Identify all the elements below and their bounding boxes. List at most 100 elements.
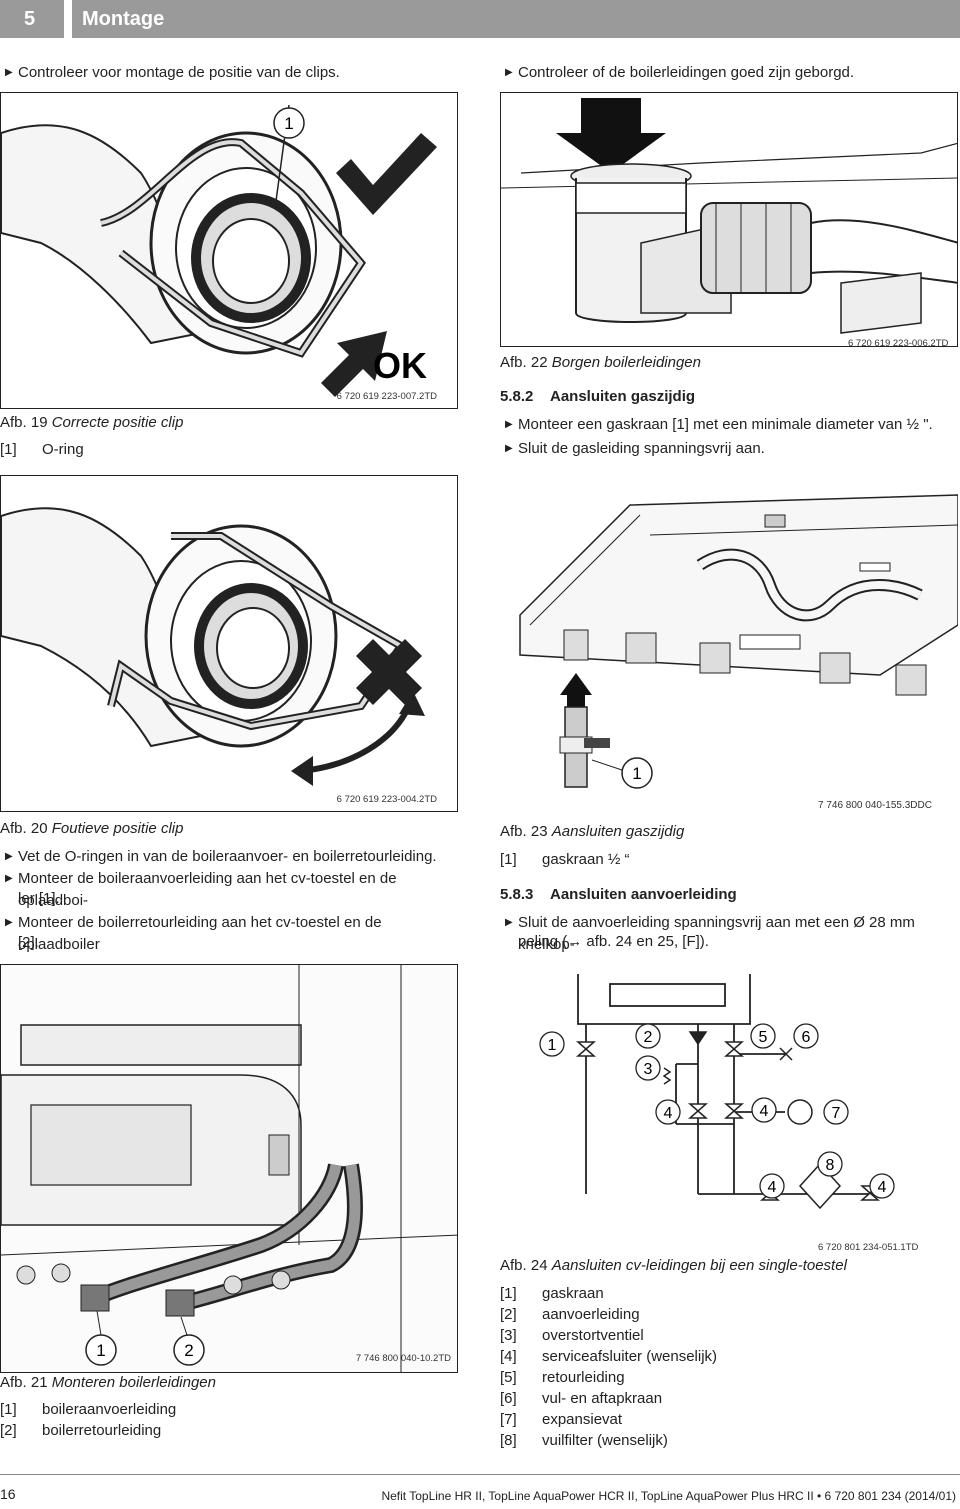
label-7: 7 bbox=[832, 1105, 841, 1122]
label-4: 4 bbox=[768, 1179, 777, 1196]
label-4: 4 bbox=[878, 1179, 887, 1196]
valve-symbol bbox=[724, 1103, 744, 1119]
caption-fig20: Afb. 20 Foutieve positie clip bbox=[0, 820, 183, 837]
callout-circle-1 bbox=[273, 107, 305, 139]
caption-number: Afb. 19 bbox=[0, 414, 48, 431]
arrow-icon bbox=[291, 756, 313, 786]
connection-stubs bbox=[563, 629, 927, 696]
legend-fig23: [1] gaskraan ½ “ bbox=[500, 849, 630, 870]
callout-label-1: 1 bbox=[96, 1341, 105, 1360]
caption-text: Correcte positie clip bbox=[51, 414, 184, 431]
figure-20: 6 720 619 223-004.2TD bbox=[0, 475, 458, 812]
caption-text: Foutieve positie clip bbox=[51, 820, 184, 837]
figure-24: 1 2 3 4 5 6 4 7 8 4 4 bbox=[500, 964, 958, 1251]
label-3: 3 bbox=[644, 1061, 653, 1078]
legend-text: O-ring bbox=[42, 441, 84, 458]
label-5: 5 bbox=[759, 1029, 768, 1046]
clip-wrong-illustration bbox=[1, 507, 425, 786]
caption-number: Afb. 22 bbox=[500, 354, 548, 371]
footer-rule bbox=[0, 1474, 960, 1475]
legend-key: [2] bbox=[0, 1422, 17, 1439]
securing-lines-illustration bbox=[501, 93, 957, 346]
caption-text: Monteren boilerleidingen bbox=[51, 1374, 216, 1391]
clip-correct-illustration: 1 OK bbox=[1, 104, 437, 397]
figure-code: 6 720 619 223-007.2TD bbox=[336, 391, 437, 402]
figure-19: 1 OK 6 720 619 223-007.2TD bbox=[0, 92, 458, 409]
label-4: 4 bbox=[760, 1103, 769, 1120]
legend-item: [6]vul- en aftapkraan bbox=[500, 1390, 663, 1407]
legend-item: [8]vuilfilter (wenselijk) bbox=[500, 1432, 668, 1449]
arrow-icon bbox=[321, 331, 387, 397]
intro-bullet-right: Controleer of de boilerleidingen goed zi… bbox=[505, 62, 958, 84]
legend-text: gaskraan ½ “ bbox=[542, 851, 630, 868]
caption-fig19: Afb. 19 Correcte positie clip bbox=[0, 414, 183, 431]
section-number: 5.8.2 bbox=[500, 388, 534, 405]
chapter-title: Montage bbox=[72, 0, 960, 38]
checkmark-icon bbox=[336, 133, 437, 215]
bullet-retour: Monteer de boilerretourleiding aan het c… bbox=[5, 912, 458, 956]
legend-text: boilerretourleiding bbox=[42, 1422, 162, 1439]
caption-number: Afb. 23 bbox=[500, 823, 548, 840]
legend-item: [4]serviceafsluiter (wenselijk) bbox=[500, 1348, 718, 1365]
caption-text: Aansluiten cv-leidingen bij een single-t… bbox=[551, 1257, 847, 1274]
caption-fig21: Afb. 21 Monteren boilerleidingen bbox=[0, 1374, 216, 1391]
legend-key: [1] bbox=[500, 851, 517, 868]
bullet-aanvoer-cont: ler [1]. bbox=[18, 890, 60, 907]
caption-text: Aansluiten gaszijdig bbox=[551, 823, 685, 840]
spring-icon bbox=[662, 1067, 672, 1085]
label-4: 4 bbox=[664, 1105, 673, 1122]
triangle-marker bbox=[688, 1031, 708, 1046]
caption-text: Borgen boilerleidingen bbox=[551, 354, 701, 371]
section-number: 5.8.3 bbox=[500, 886, 534, 903]
caption-fig24: Afb. 24 Aansluiten cv-leidingen bij een … bbox=[500, 1257, 847, 1274]
ok-label: OK bbox=[373, 345, 427, 386]
arrow-down-icon bbox=[556, 133, 666, 173]
callout-label-1: 1 bbox=[632, 764, 641, 783]
schematic-diagram: 1 2 3 4 5 6 4 7 8 4 4 bbox=[539, 974, 895, 1210]
callout-label-2: 2 bbox=[184, 1341, 193, 1360]
legend-text: boileraanvoerleiding bbox=[42, 1401, 177, 1418]
intro-bullet-left: Controleer voor montage de positie van d… bbox=[5, 62, 458, 84]
arrow-up-icon bbox=[560, 673, 592, 695]
footer-doc-text: Nefit TopLine HR II, TopLine AquaPower H… bbox=[381, 1489, 956, 1503]
figure-code: 6 720 619 223-004.2TD bbox=[336, 794, 437, 805]
appliance-outline bbox=[577, 974, 751, 1025]
legend-item: [3]overstortventiel bbox=[500, 1327, 644, 1344]
callout-circle-1 bbox=[85, 1334, 117, 1366]
caption-fig23: Afb. 23 Aansluiten gaszijdig bbox=[500, 823, 684, 840]
legend-key: [1] bbox=[0, 1401, 17, 1418]
figure-code-23: 7 746 800 040-155.3DDC bbox=[818, 800, 932, 811]
arrow-icon bbox=[399, 691, 425, 716]
section-583-heading: 5.8.3 Aansluiten aanvoerleiding bbox=[500, 886, 737, 903]
figure-code: 7 746 800 040-10.2TD bbox=[355, 1353, 451, 1364]
legend-item: [5]retourleiding bbox=[500, 1369, 625, 1386]
figure-23: 1 bbox=[500, 475, 958, 808]
figure-code-24: 6 720 801 234-051.1TD bbox=[818, 1242, 919, 1253]
appliance-panel bbox=[609, 983, 726, 1007]
bullet-vet: Vet de O-ringen in van de boileraanvoer-… bbox=[5, 846, 458, 868]
legend-fig21-2: [2] boilerretourleiding bbox=[0, 1420, 161, 1441]
legend-fig19: [1]O-ring bbox=[0, 439, 84, 460]
gas-connection-illustration: 1 bbox=[519, 494, 958, 789]
section-title: Aansluiten gaszijdig bbox=[550, 388, 696, 405]
callout-circle-1 bbox=[621, 757, 653, 789]
figure-code-22: 6 720 619 223-006.2TD bbox=[848, 338, 949, 349]
legend-item: [2]aanvoerleiding bbox=[500, 1306, 640, 1323]
page-number: 16 bbox=[0, 1486, 16, 1502]
valve-symbol bbox=[576, 1041, 596, 1057]
label-2: 2 bbox=[644, 1029, 653, 1046]
legend-fig21-1: [1] boileraanvoerleiding bbox=[0, 1399, 176, 1420]
caption-number: Afb. 20 bbox=[0, 820, 48, 837]
label-6: 6 bbox=[802, 1029, 811, 1046]
chapter-number: 5 bbox=[0, 0, 64, 38]
legend-item: [1]gaskraan bbox=[500, 1285, 604, 1302]
bullet-aanvoer: Monteer de boileraanvoerleiding aan het … bbox=[5, 868, 458, 912]
label-8: 8 bbox=[826, 1157, 835, 1174]
arrow-shaft bbox=[581, 98, 641, 138]
bullet-aanvoerleiding-cont: peling (→ afb. 24 en 25, [F]). bbox=[518, 933, 709, 950]
caption-fig22: Afb. 22 Borgen boilerleidingen bbox=[500, 354, 701, 371]
bullet-aanvoerleiding: Sluit de aanvoerleiding spanningsvrij aa… bbox=[505, 912, 958, 956]
callout-label-1: 1 bbox=[284, 114, 293, 133]
expansion-vessel-icon bbox=[787, 1099, 813, 1125]
section-title: Aansluiten aanvoerleiding bbox=[550, 886, 737, 903]
